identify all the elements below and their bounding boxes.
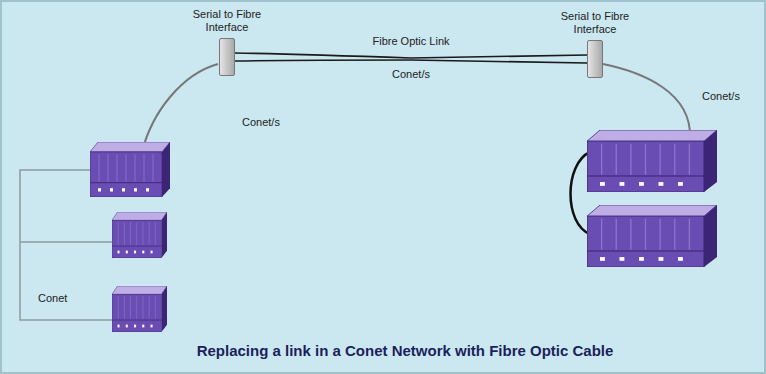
- figure-caption: Replacing a link in a Conet Network with…: [42, 342, 766, 359]
- cable-label: Conet: [38, 292, 67, 305]
- link-label: Fibre Optic Link: [372, 35, 449, 48]
- serial-fibre-box: [587, 40, 603, 78]
- interface-label: Serial to Fibre Interface: [177, 8, 277, 34]
- interface-node: Serial to Fibre Interface: [545, 10, 645, 78]
- fibre-optic-link: [235, 53, 587, 63]
- cable-label: Conet/s: [392, 68, 430, 81]
- cable-label: Conet/s: [242, 116, 280, 129]
- serial-fibre-box: [219, 38, 235, 76]
- interface-label: Serial to Fibre Interface: [545, 10, 645, 36]
- interface-node: Serial to Fibre Interface: [177, 8, 277, 76]
- cable-label: Conet/s: [702, 90, 740, 103]
